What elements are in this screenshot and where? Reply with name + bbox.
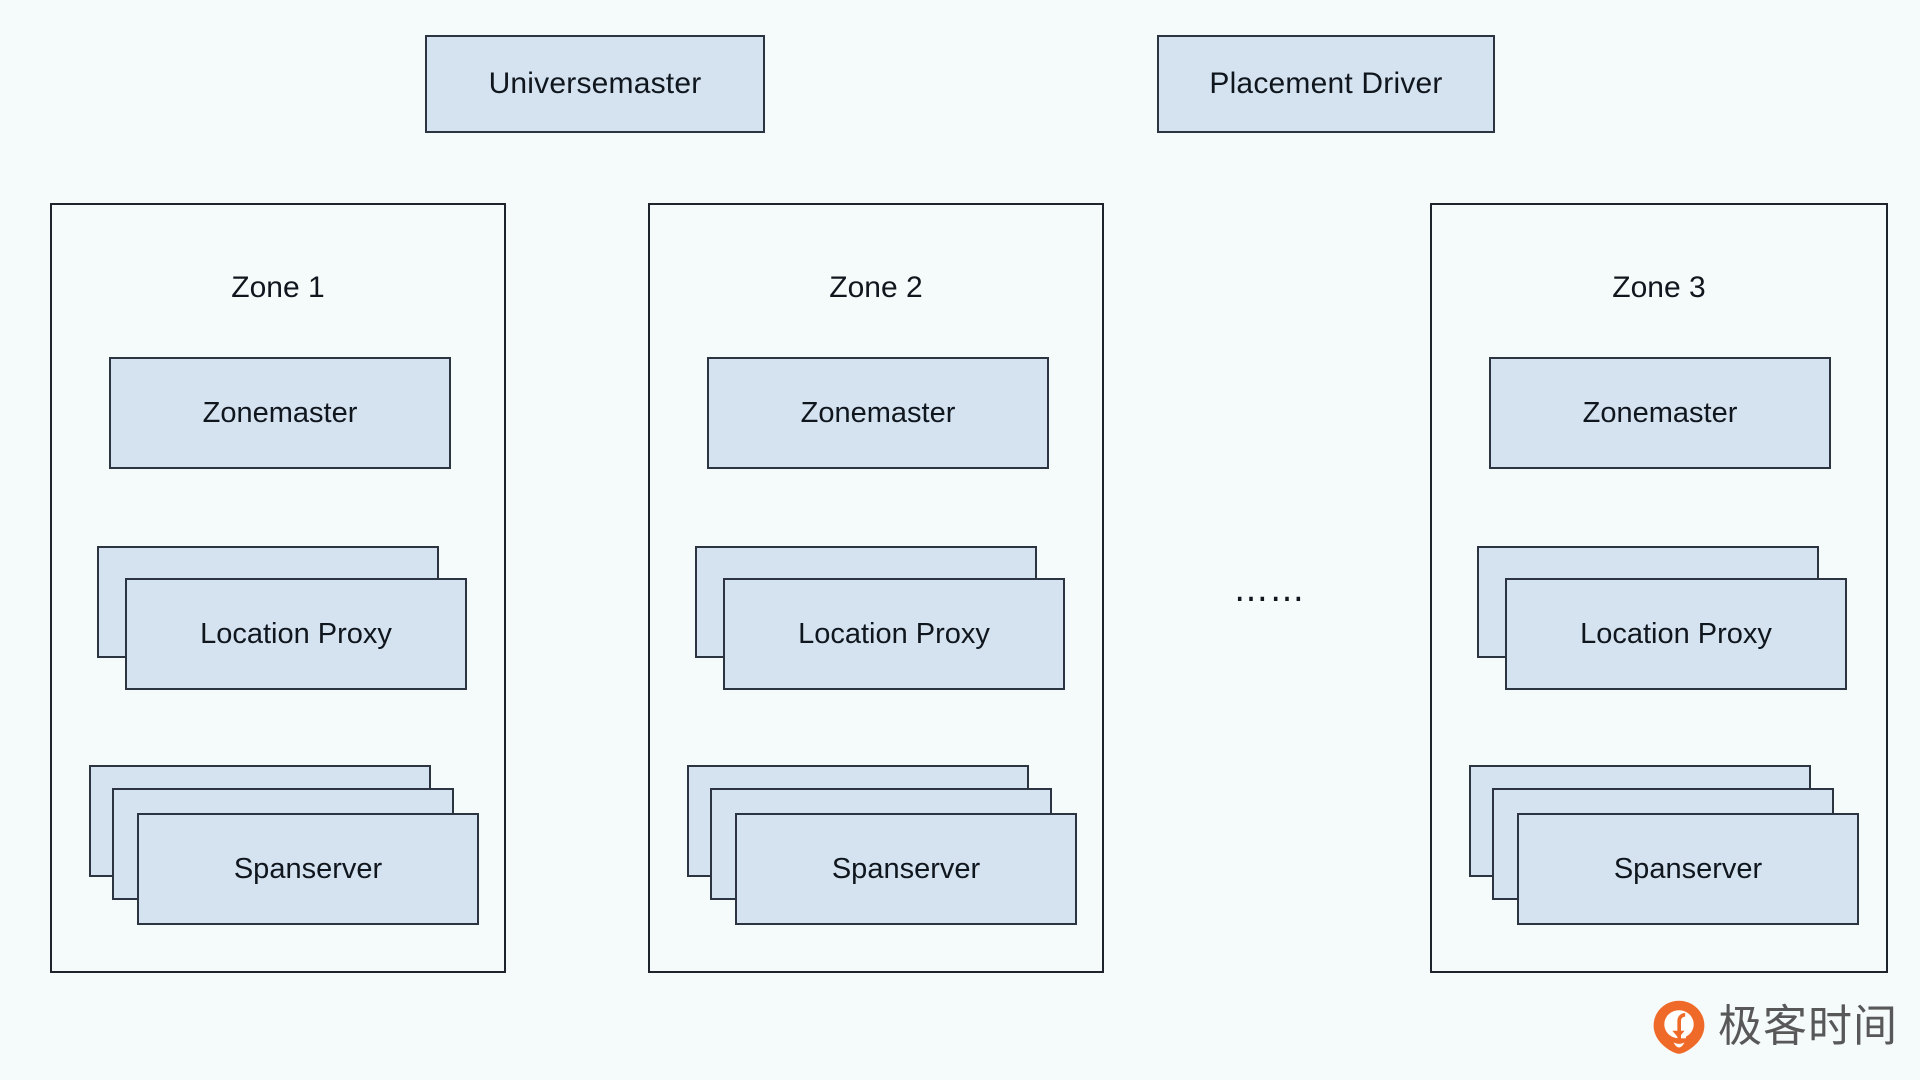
zone-3-spanserver[interactable]: Spanserver [1517,813,1859,925]
zone-2-spanserver-label: Spanserver [831,852,981,885]
zone-1-location-proxy-stack: Location Proxy [52,205,504,971]
zone-title-2: Zone 2 [829,271,923,304]
zone-3-zonemaster-label: Zonemaster [1582,396,1738,429]
zone-2-location-proxy-label: Location Proxy [798,617,990,650]
zone-3-location-proxy-stack: Location Proxy [1432,205,1886,971]
zone-1-spanserver[interactable]: Spanserver [137,813,479,925]
zone-container-2[interactable]: Zone 2 Zonemaster Location Proxy Spanser… [648,203,1104,973]
zone-title-1: Zone 1 [231,271,325,304]
zone-3-location-proxy[interactable]: Location Proxy [1505,578,1847,690]
zone-title-3: Zone 3 [1612,271,1706,304]
watermark-text: 极客时间 [1718,1001,1898,1052]
zone-2-location-proxy-stack: Location Proxy [650,205,1102,971]
node-placement-driver[interactable]: Placement Driver [1157,35,1495,133]
zone-1-location-proxy-label: Location Proxy [200,617,392,650]
watermark-brand: 极客时间 [1650,998,1898,1056]
zone-3-spanserver-stack: Spanserver [1432,205,1886,971]
zone-2-zonemaster-label: Zonemaster [800,396,956,429]
zone-2-location-proxy[interactable]: Location Proxy [723,578,1065,690]
geektime-pin-icon [1653,1000,1705,1054]
node-universemaster[interactable]: Universemaster [425,35,765,133]
zone-2-spanserver[interactable]: Spanserver [735,813,1077,925]
zone-1-location-proxy[interactable]: Location Proxy [125,578,467,690]
node-placement-driver-label: Placement Driver [1209,67,1443,100]
zone-1-zonemaster[interactable]: Zonemaster [109,357,451,469]
zone-container-1[interactable]: Zone 1 Zonemaster Location Proxy Spanser… [50,203,506,973]
zone-3-spanserver-label: Spanserver [1613,852,1763,885]
zone-container-3[interactable]: Zone 3 Zonemaster Location Proxy Spanser… [1430,203,1888,973]
node-universemaster-label: Universemaster [488,67,702,100]
zone-3-location-proxy-label: Location Proxy [1580,617,1772,650]
zone-2-spanserver-stack: Spanserver [650,205,1102,971]
zone-1-zonemaster-label: Zonemaster [202,396,358,429]
zone-1-spanserver-label: Spanserver [233,852,383,885]
zones-ellipsis: …… [1234,570,1306,610]
zone-3-zonemaster[interactable]: Zonemaster [1489,357,1831,469]
zone-2-zonemaster[interactable]: Zonemaster [707,357,1049,469]
zone-1-spanserver-stack: Spanserver [52,205,504,971]
